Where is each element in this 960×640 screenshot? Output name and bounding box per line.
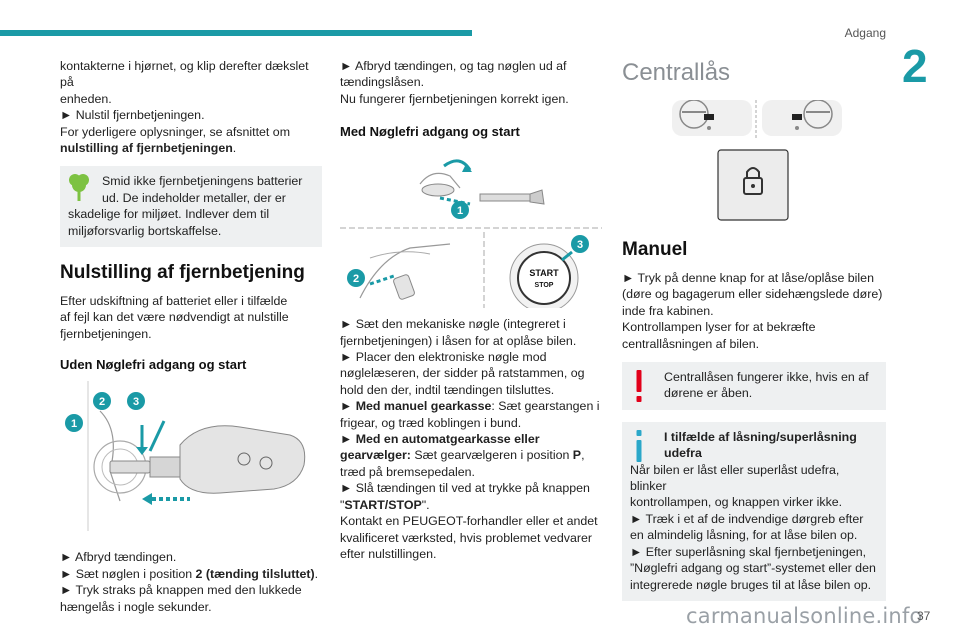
text-line: Kontakt en PEUGEOT-forhandler eller et a… <box>340 514 598 529</box>
section-heading: Manuel <box>622 239 688 260</box>
text-line: Efter udskiftning af batteriet eller i t… <box>60 294 288 309</box>
text-line: frigear, og træd koblingen i bund. <box>340 415 522 430</box>
eco-note: Smid ikke fjernbetjeningens batterier ud… <box>60 166 322 248</box>
figure-label: 3 <box>133 396 139 408</box>
key-ignition-illustration: 1 2 3 <box>65 381 306 532</box>
text-line: ► Afbryd tændingen. <box>60 550 177 565</box>
text-line: hængelås i nogle sekunder. <box>60 599 212 614</box>
note-line: miljøforsvarlig bortskaffelse. <box>68 223 222 238</box>
note-line: integrerede nøgle bruges til at låse bil… <box>630 577 872 592</box>
text-line: Nu fungerer fjernbetjeningen korrekt ige… <box>340 91 569 106</box>
tree-icon <box>69 174 89 202</box>
top-accent-bar <box>0 30 472 36</box>
note-line: I tilfælde af låsning/superlåsning <box>664 429 857 444</box>
note-line: ► Efter superlåsning skal fjernbetjening… <box>630 544 867 559</box>
text-line: ► Tryk på denne knap for at låse/oplåse … <box>622 271 874 285</box>
text-line: inde fra kabinen. <box>622 303 714 318</box>
start-button-text: START <box>529 268 559 278</box>
text-line: ► Tryk straks på knappen med den lukkede <box>60 583 302 598</box>
text-line: fjernbetjeningen) i låsen for at oplåse … <box>340 333 577 348</box>
note-line: Smid ikke fjernbetjeningens batterier <box>102 174 303 189</box>
text-line: ► Nulstil fjernbetjeningen. <box>60 108 205 123</box>
figure-label: 2 <box>99 396 105 408</box>
note-line: dørene er åben. <box>664 386 753 401</box>
text-line: ► Slå tændingen til ved at trykke på kna… <box>340 481 590 496</box>
section-title: Adgang <box>844 26 886 40</box>
text-line: "START/STOP". <box>340 497 430 512</box>
column-2: ► Afbryd tændingen, og tag nøglen ud af … <box>340 58 602 562</box>
page-number: 37 <box>917 609 931 623</box>
note-line: Centrallåsen fungerer ikke, hvis en af <box>664 370 869 385</box>
note-line: udefra <box>664 446 702 461</box>
keyless-start-illustration: 1 2 START STOP 3 <box>340 159 602 309</box>
text-line: tændingslåsen. <box>340 75 425 90</box>
text-line: hold den der, indtil tændingen tilslutte… <box>340 382 555 397</box>
section-heading: Nulstilling af fjernbetjening <box>60 262 305 284</box>
note-line: skadelige for miljøet. Indlever dem til <box>68 207 270 222</box>
column-3: Centrallås Manuel ► Tryk på denne knap f… <box>622 58 886 613</box>
figure-label: 3 <box>577 239 583 251</box>
text-line: nulstilling af fjernbetjeningen. <box>60 141 237 156</box>
chapter-number: 2 <box>902 40 928 92</box>
note-line: Når bilen er låst eller superlåst udefra… <box>630 462 840 494</box>
text-line: ► Placer den elektroniske nøgle mod <box>340 350 547 365</box>
text-line: ► Afbryd tændingen, og tag nøglen ud af <box>340 59 567 73</box>
page-title: Centrallås <box>622 59 731 86</box>
lock-icon <box>743 177 763 195</box>
text-line: ► Sæt den mekaniske nøgle (integreret i <box>340 317 566 332</box>
text-line: ► Sæt nøglen i position 2 (tænding tilsl… <box>60 566 319 581</box>
figure-label: 2 <box>353 273 359 285</box>
central-locking-illustration <box>672 100 842 221</box>
text-line: (døre og bagagerum eller sidehængslede d… <box>622 287 883 302</box>
warning-note: Centrallåsen fungerer ikke, hvis en af d… <box>622 362 886 410</box>
text-line: centrallåsningen af bilen. <box>622 336 760 351</box>
text-line: For yderligere oplysninger, se afsnittet… <box>60 124 291 139</box>
text-line: ► Med en automatgearkasse eller <box>340 432 540 447</box>
text-line: efter nulstillingen. <box>340 546 437 561</box>
subheading: Med Nøglefri adgang og start <box>340 124 520 140</box>
text-line: ► Med manuel gearkasse: Sæt gearstangen … <box>340 399 600 414</box>
text-line: enheden. <box>60 91 112 106</box>
text-line: træd på bremsepedalen. <box>340 464 476 479</box>
cross-reference: nulstilling af fjernbetjeningen <box>60 141 233 156</box>
text-line: kontakterne i hjørnet, og klip derefter … <box>60 59 309 90</box>
text-line: kvalificeret værksted, hvis problemet ve… <box>340 530 593 545</box>
figure-label: 1 <box>457 205 463 217</box>
watermark-logo: carmanualsonline.info <box>686 604 923 628</box>
text-line: af fejl kan det være nødvendigt at nulst… <box>60 310 289 325</box>
instructions: ► Sæt den mekaniske nøgle (integreret i … <box>340 316 602 562</box>
note-line: ”Nøglefri adgang og start”-systemet elle… <box>630 561 876 576</box>
stop-button-text: STOP <box>535 282 554 289</box>
info-note: I tilfælde af låsning/superlåsning udefr… <box>622 421 886 601</box>
note-line: ud. De indeholder metaller, der er <box>102 190 286 205</box>
note-line: ► Træk i et af de indvendige dørgreb eft… <box>630 511 864 526</box>
text-line: gearvælger: Sæt gearvælgeren i position … <box>340 448 585 463</box>
text-line: Kontrollampen lyser for at bekræfte <box>622 320 816 335</box>
column-1: kontakterne i hjørnet, og klip derefter … <box>60 58 322 615</box>
text-line: nøglelæseren, der sidder på ratstammen, … <box>340 366 585 381</box>
text-line: fjernbetjeningen. <box>60 326 152 341</box>
note-line: en almindelig låsning, for at låse bilen… <box>630 528 858 543</box>
info-icon <box>636 429 642 462</box>
figure-label: 1 <box>71 418 77 430</box>
note-line: kontrollampen, og knappen virker ikke. <box>630 495 843 510</box>
warning-exclamation-icon <box>636 370 642 403</box>
subheading: Uden Nøglefri adgang og start <box>60 357 247 373</box>
